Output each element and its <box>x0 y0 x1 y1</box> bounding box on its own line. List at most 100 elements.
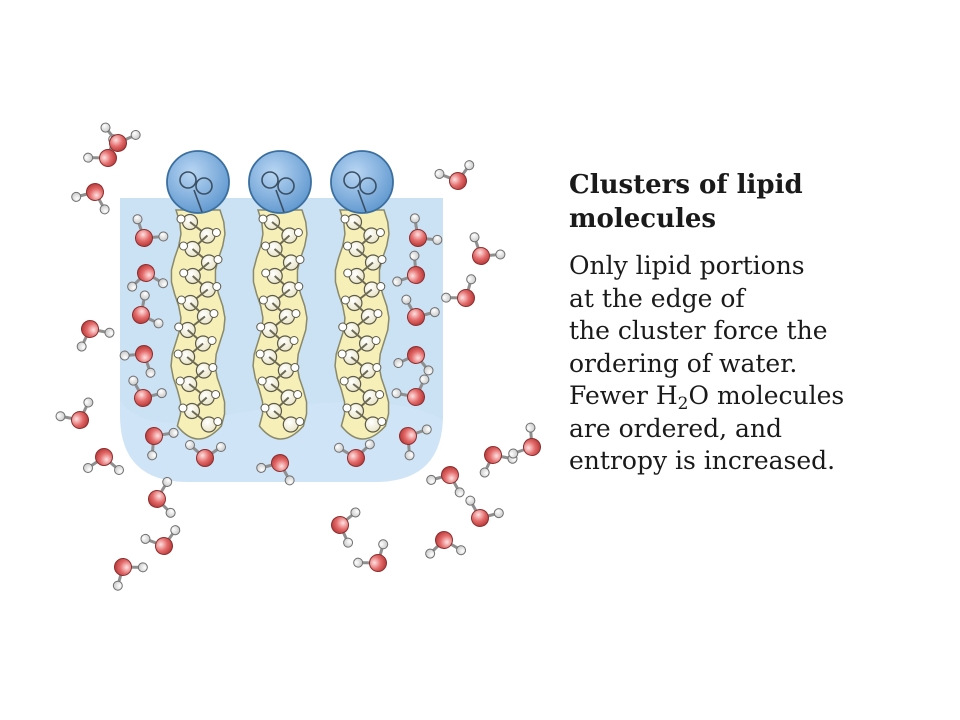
hydrogen-atom <box>212 282 222 291</box>
hydrogen-atom <box>409 250 420 261</box>
oxygen-atom <box>435 531 453 549</box>
hydrogen-atom <box>99 204 110 215</box>
hydrogen-atom <box>284 475 295 486</box>
hydrogen-atom <box>255 349 265 359</box>
water-molecule <box>148 476 176 518</box>
water-molecule <box>185 440 226 467</box>
oxygen-atom <box>471 509 489 527</box>
caption-body-line: Fewer H2O molecules <box>569 380 939 413</box>
hydrogen-atom <box>173 349 183 359</box>
hydrogen-atom <box>119 350 130 361</box>
oxygen-atom <box>409 229 427 247</box>
hydrogen-atom <box>257 376 267 386</box>
hydrogen-atom <box>162 476 173 487</box>
water-molecules <box>55 122 541 591</box>
hydrogen-atom <box>454 487 465 498</box>
water-molecule <box>76 320 115 352</box>
hydrogen-atom <box>76 341 87 352</box>
hydrogen-atom <box>208 363 218 372</box>
hydrogen-atom <box>71 191 82 202</box>
hydrogen-atom <box>295 255 305 264</box>
hydrogen-atom <box>104 327 115 338</box>
hydrogen-atom <box>291 309 301 318</box>
oxygen-atom <box>457 289 475 307</box>
water-molecule <box>393 346 434 376</box>
oxygen-atom <box>449 172 467 190</box>
water-molecule <box>434 160 475 190</box>
lipid-head <box>330 150 394 214</box>
water-molecule <box>391 374 430 406</box>
water-molecule <box>119 345 156 378</box>
caption-body-line: Only lipid portions <box>569 251 805 280</box>
hydrogen-atom <box>465 495 476 506</box>
oxygen-atom <box>472 247 490 265</box>
oxygen-atom <box>441 466 459 484</box>
hydrogen-atom <box>409 213 420 224</box>
water-molecule <box>469 232 506 265</box>
hydrogen-atom <box>426 474 437 485</box>
oxygen-atom <box>145 427 163 445</box>
hydrogen-atom <box>158 278 169 289</box>
water-molecule <box>100 122 141 152</box>
hydrogen-atom <box>421 424 432 435</box>
hydrogen-atom <box>179 241 189 251</box>
water-molecule <box>132 214 169 247</box>
oxygen-atom <box>95 448 113 466</box>
hydrogen-atom <box>419 374 430 385</box>
hydrogen-atom <box>423 365 434 376</box>
hydrogen-atom <box>158 231 169 242</box>
hydrogen-atom <box>343 241 353 251</box>
hydrogen-atom <box>256 462 267 473</box>
hydrogen-atom <box>114 465 124 475</box>
oxygen-atom <box>132 306 150 324</box>
hydrogen-atom <box>373 309 383 318</box>
water-molecule <box>132 290 164 329</box>
hydrogen-atom <box>216 442 226 452</box>
hydrogen-atom <box>432 234 443 245</box>
water-molecule <box>145 427 179 461</box>
hydrogen-atom <box>130 129 141 140</box>
lipid-head <box>166 150 230 214</box>
hydrogen-atom <box>392 276 403 287</box>
caption-body-line: ordering of water. <box>569 348 798 378</box>
hydrogen-atom <box>376 282 386 291</box>
hydrogen-atom <box>156 388 167 399</box>
hydrogen-atom <box>377 417 387 426</box>
hydrogen-atom <box>127 281 138 292</box>
hydrogen-atom <box>153 318 164 329</box>
water-molecule <box>256 454 295 486</box>
oxygen-atom <box>271 454 289 472</box>
lipid-molecule <box>166 150 230 440</box>
oxygen-atom <box>155 537 173 555</box>
hydrogen-atom <box>469 232 480 243</box>
hydrogen-atom <box>508 448 519 459</box>
water-molecule <box>140 525 181 555</box>
hydrogen-atom <box>434 168 445 179</box>
oxygen-atom <box>523 438 541 456</box>
hydrogen-atom <box>338 322 348 332</box>
hydrogen-atom <box>525 422 536 433</box>
oxygen-atom <box>407 346 425 364</box>
water-molecule <box>508 422 541 459</box>
oxygen-atom <box>407 266 425 284</box>
caption-body-line: at the edge of <box>569 283 745 313</box>
hydrogen-atom <box>176 295 186 305</box>
hydrogen-atom <box>207 336 217 345</box>
caption-title-line: molecules <box>569 204 717 234</box>
water-molecule <box>426 466 465 498</box>
hydrogen-atom <box>456 545 467 556</box>
oxygen-atom <box>135 345 153 363</box>
oxygen-atom <box>81 320 99 338</box>
water-molecule <box>353 539 389 572</box>
hydrogen-atom <box>174 322 184 332</box>
hydrogen-atom <box>140 533 151 544</box>
lipid-cluster <box>166 150 394 440</box>
hydrogen-atom <box>211 390 221 399</box>
hydrogen-atom <box>294 282 304 291</box>
lipid-molecule <box>248 150 312 440</box>
caption-body-line: are ordered, and <box>569 413 783 443</box>
water-molecule <box>55 397 94 429</box>
hydrogen-atom <box>168 427 179 438</box>
hydrogen-atom <box>176 214 186 224</box>
hydrogen-atom <box>464 160 475 171</box>
